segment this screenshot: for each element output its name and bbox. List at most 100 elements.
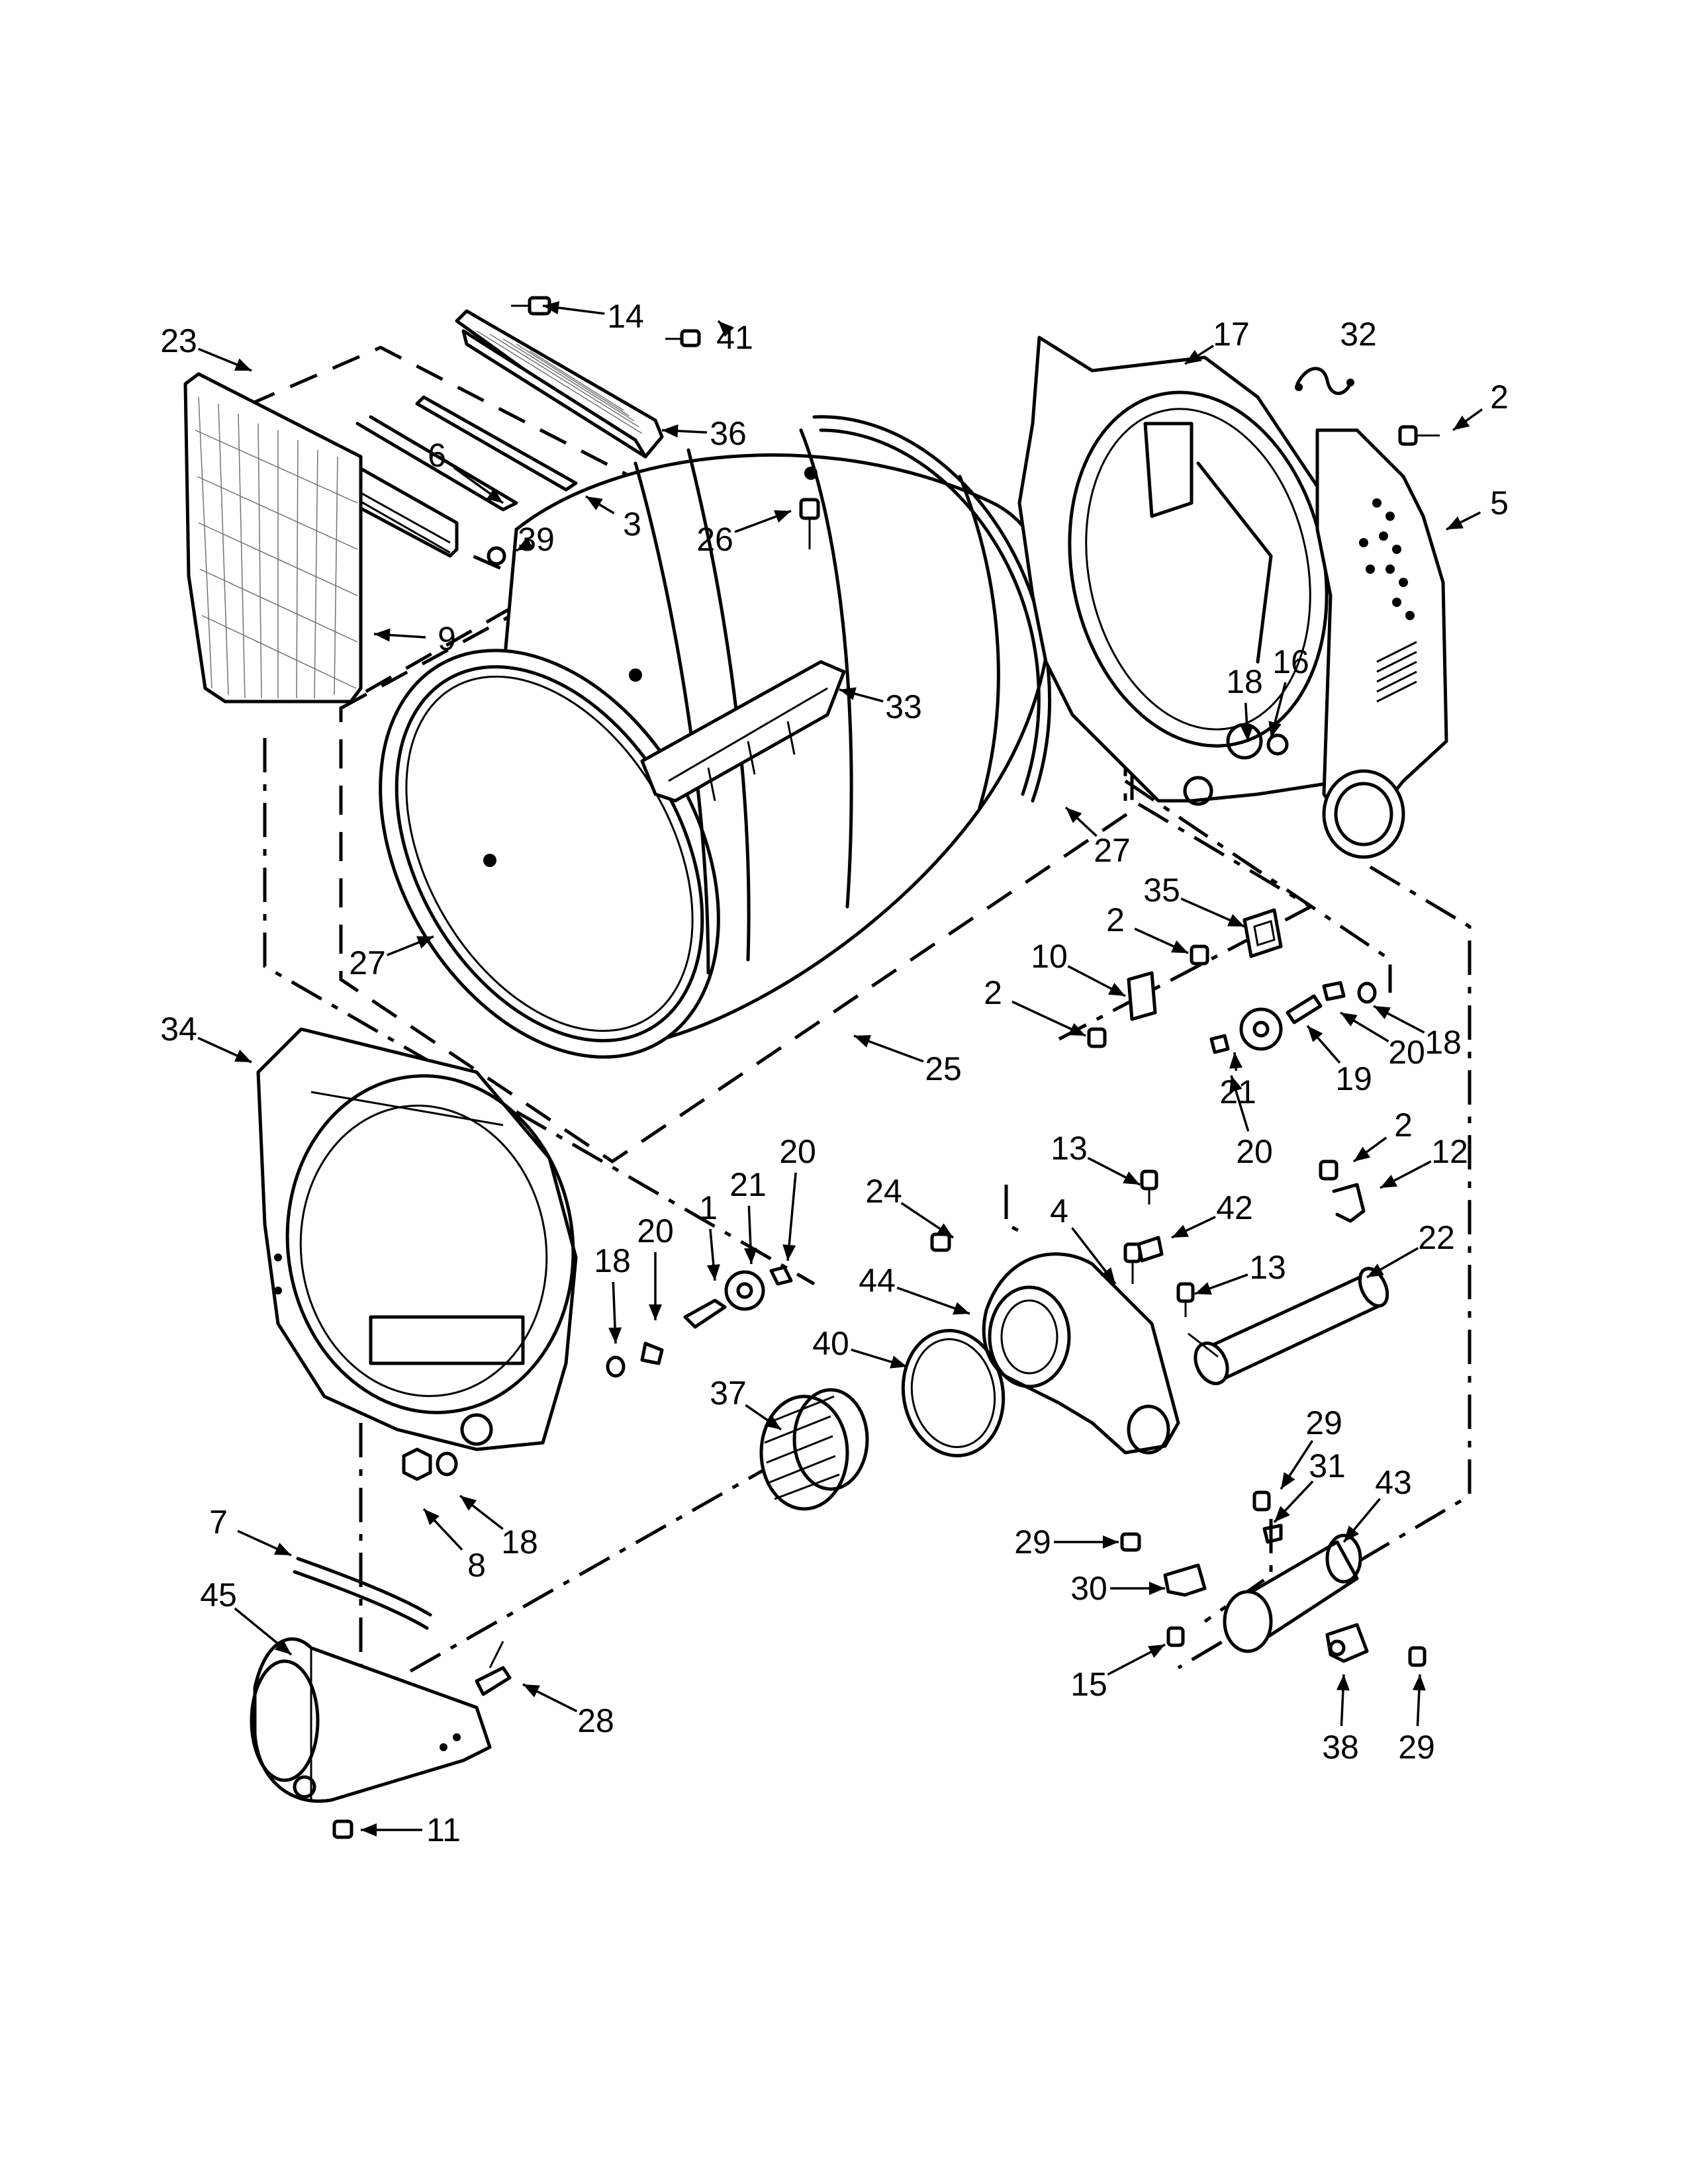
- callout-p19: 19: [1306, 1024, 1372, 1097]
- callout-number: 8: [467, 1547, 486, 1584]
- heater-parts: [1120, 1267, 1427, 1667]
- leader-arrowhead: [782, 1244, 796, 1261]
- callout-p20b: 20: [1229, 1075, 1273, 1170]
- callout-number: 29: [1305, 1404, 1342, 1441]
- callout-number: 4: [1050, 1193, 1068, 1230]
- callout-p11: 11: [361, 1811, 461, 1848]
- callout-p22: 22: [1366, 1219, 1455, 1279]
- leader-arrowhead: [1340, 1013, 1358, 1026]
- callout-p33: 33: [839, 687, 922, 725]
- callout-number: 10: [1031, 938, 1068, 975]
- callout-p45: 45: [200, 1576, 293, 1656]
- callout-number: 21: [729, 1166, 767, 1203]
- leader-arrowhead: [424, 1509, 440, 1525]
- callout-number: 2: [984, 974, 1002, 1011]
- callout-p1: 1: [699, 1189, 720, 1281]
- lint-assembly-parts: [183, 296, 701, 704]
- leader-arrowhead: [1100, 1267, 1115, 1284]
- callout-number: 23: [160, 322, 197, 359]
- brackets-and-screws: [930, 908, 1366, 1317]
- leader-arrowhead: [953, 1302, 970, 1315]
- leader-arrowhead: [1307, 1026, 1323, 1042]
- leader-arrowhead: [1367, 1263, 1384, 1277]
- callout-number: 20: [1388, 1034, 1425, 1071]
- front-roller-parts: [606, 1265, 793, 1378]
- leader-arrowhead: [1185, 349, 1202, 364]
- leader-arrowhead: [890, 1355, 907, 1369]
- leader-arrowhead: [1123, 1171, 1140, 1185]
- callout-p5: 5: [1446, 484, 1509, 531]
- callout-p21a: 21: [1219, 1052, 1256, 1111]
- callout-p42: 42: [1171, 1189, 1253, 1239]
- leader-arrowhead: [1453, 415, 1470, 430]
- callout-number: 30: [1070, 1570, 1107, 1607]
- callout-number: 20: [637, 1212, 674, 1250]
- leader-arrowhead: [1268, 721, 1282, 738]
- callout-number: 25: [925, 1050, 962, 1087]
- leader-arrowhead: [1380, 1175, 1397, 1188]
- leader-arrowhead: [718, 321, 735, 338]
- callout-number: 3: [623, 506, 641, 543]
- callout-number: 18: [501, 1524, 538, 1561]
- callout-number: 20: [779, 1133, 816, 1170]
- callout-number: 27: [349, 944, 386, 981]
- callout-number: 5: [1490, 484, 1509, 522]
- callout-p29c: 29: [1398, 1674, 1435, 1766]
- callout-number: 41: [716, 319, 753, 356]
- callout-p16: 16: [1268, 643, 1309, 739]
- leader-arrowhead: [1227, 914, 1244, 927]
- leader-arrowhead: [839, 687, 857, 700]
- callout-p10: 10: [1031, 938, 1126, 997]
- callout-number: 6: [428, 437, 446, 474]
- leader-arrowhead: [1274, 1506, 1290, 1522]
- callout-number: 18: [1425, 1024, 1462, 1061]
- callout-p27a: 27: [1064, 806, 1131, 869]
- callout-p18d: 18: [459, 1494, 538, 1561]
- leader-arrowhead: [1148, 1645, 1165, 1658]
- leader-arrowhead: [586, 496, 603, 510]
- callout-p34: 34: [160, 1011, 252, 1064]
- callout-number: 45: [200, 1576, 237, 1614]
- leader-arrowhead: [234, 358, 252, 371]
- leader-arrowhead: [1240, 725, 1254, 741]
- callout-p2c: 2: [984, 974, 1086, 1037]
- leader-arrowhead: [374, 628, 391, 642]
- callout-number: 9: [438, 620, 456, 657]
- callout-p9: 9: [373, 620, 456, 657]
- callout-number: 12: [1431, 1133, 1468, 1170]
- leader-arrowhead: [486, 488, 503, 503]
- leader-arrowhead: [936, 1223, 953, 1238]
- callout-p30: 30: [1070, 1570, 1165, 1607]
- leader-arrowhead: [744, 1248, 757, 1264]
- callout-p4: 4: [1050, 1193, 1117, 1285]
- callout-number: 28: [577, 1702, 614, 1739]
- callout-p29b: 29: [1014, 1524, 1119, 1561]
- leader-arrowhead: [1344, 1525, 1360, 1542]
- rear-roller-parts: [1209, 981, 1377, 1054]
- leader-arrowhead: [543, 301, 560, 314]
- callout-number: 7: [209, 1504, 228, 1541]
- leader-arrowhead: [1068, 1023, 1086, 1036]
- callout-number: 22: [1418, 1219, 1455, 1256]
- callout-p37: 37: [710, 1375, 782, 1431]
- leader-arrowhead: [649, 1304, 662, 1320]
- leader-arrowhead: [706, 1264, 720, 1281]
- callout-number: 29: [1014, 1524, 1051, 1561]
- callout-p27b: 27: [349, 935, 434, 981]
- leader-arrowhead: [1229, 1075, 1243, 1093]
- callout-number: 34: [160, 1011, 197, 1048]
- callout-number: 17: [1213, 316, 1250, 353]
- callout-number: 42: [1216, 1189, 1253, 1226]
- callout-p23: 23: [160, 322, 252, 372]
- callout-p29a: 29: [1280, 1404, 1342, 1490]
- callout-p15: 15: [1070, 1643, 1166, 1703]
- leader-arrowhead: [1149, 1582, 1165, 1595]
- cover-vent-dots: [1359, 498, 1415, 620]
- callout-p44: 44: [859, 1262, 970, 1315]
- callout-p6: 6: [428, 437, 504, 504]
- callout-p41: 41: [716, 319, 753, 356]
- callout-p8: 8: [422, 1508, 486, 1584]
- callout-number: 38: [1322, 1729, 1359, 1766]
